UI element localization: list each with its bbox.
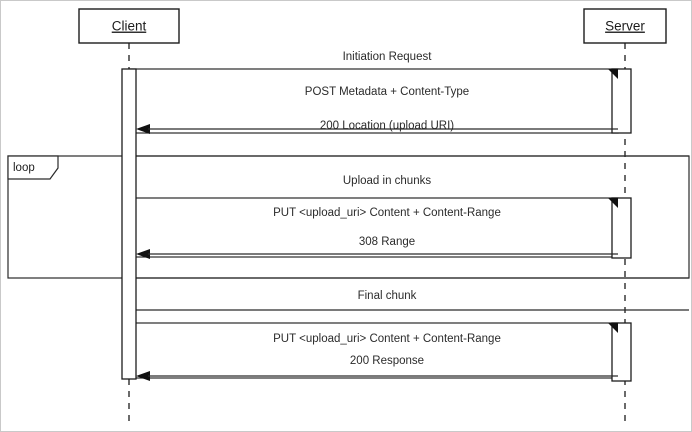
message-group-boxes: [128, 68, 689, 379]
label-put-final-chunk: PUT <upload_uri> Content + Content-Range: [273, 333, 501, 345]
activation-bars: [121, 68, 632, 382]
arrowhead-put-chunk: [608, 198, 618, 208]
activation-server-2: [611, 197, 632, 259]
lifelines-group: [128, 43, 626, 426]
participant-label-server: Server: [605, 19, 645, 34]
participant-server[interactable]: Server: [583, 8, 667, 44]
participant-box-client[interactable]: [78, 8, 180, 44]
arrowhead-200-location: [136, 124, 150, 134]
arrowhead-post-metadata: [608, 69, 618, 79]
label-put-chunk: PUT <upload_uri> Content + Content-Range: [273, 207, 501, 219]
arrowhead-308-range: [136, 249, 150, 259]
arrowhead-put-final-chunk: [608, 323, 618, 333]
activation-server-3: [611, 322, 632, 382]
label-200-response: 200 Response: [350, 355, 424, 367]
loop-fragment-tab: [7, 155, 59, 180]
label-final-chunk: Final chunk: [358, 290, 417, 302]
arrow-heads: [136, 69, 618, 381]
message-box-final: [128, 322, 619, 379]
activation-server-1: [611, 68, 632, 134]
label-post-metadata: POST Metadata + Content-Type: [305, 86, 469, 98]
label-308-range: 308 Range: [359, 236, 415, 248]
activation-client: [121, 68, 137, 380]
label-200-location: 200 Location (upload URI): [320, 120, 454, 132]
participant-label-client: Client: [112, 19, 147, 34]
loop-fragment-label: loop: [13, 162, 35, 174]
label-upload-in-chunks: Upload in chunks: [343, 175, 431, 187]
arrowhead-200-response: [136, 371, 150, 381]
message-labels: Initiation Request POST Metadata + Conte…: [273, 51, 501, 367]
participant-box-server[interactable]: [583, 8, 667, 44]
participant-client[interactable]: Client: [78, 8, 180, 44]
label-initiation-request: Initiation Request: [343, 51, 433, 63]
